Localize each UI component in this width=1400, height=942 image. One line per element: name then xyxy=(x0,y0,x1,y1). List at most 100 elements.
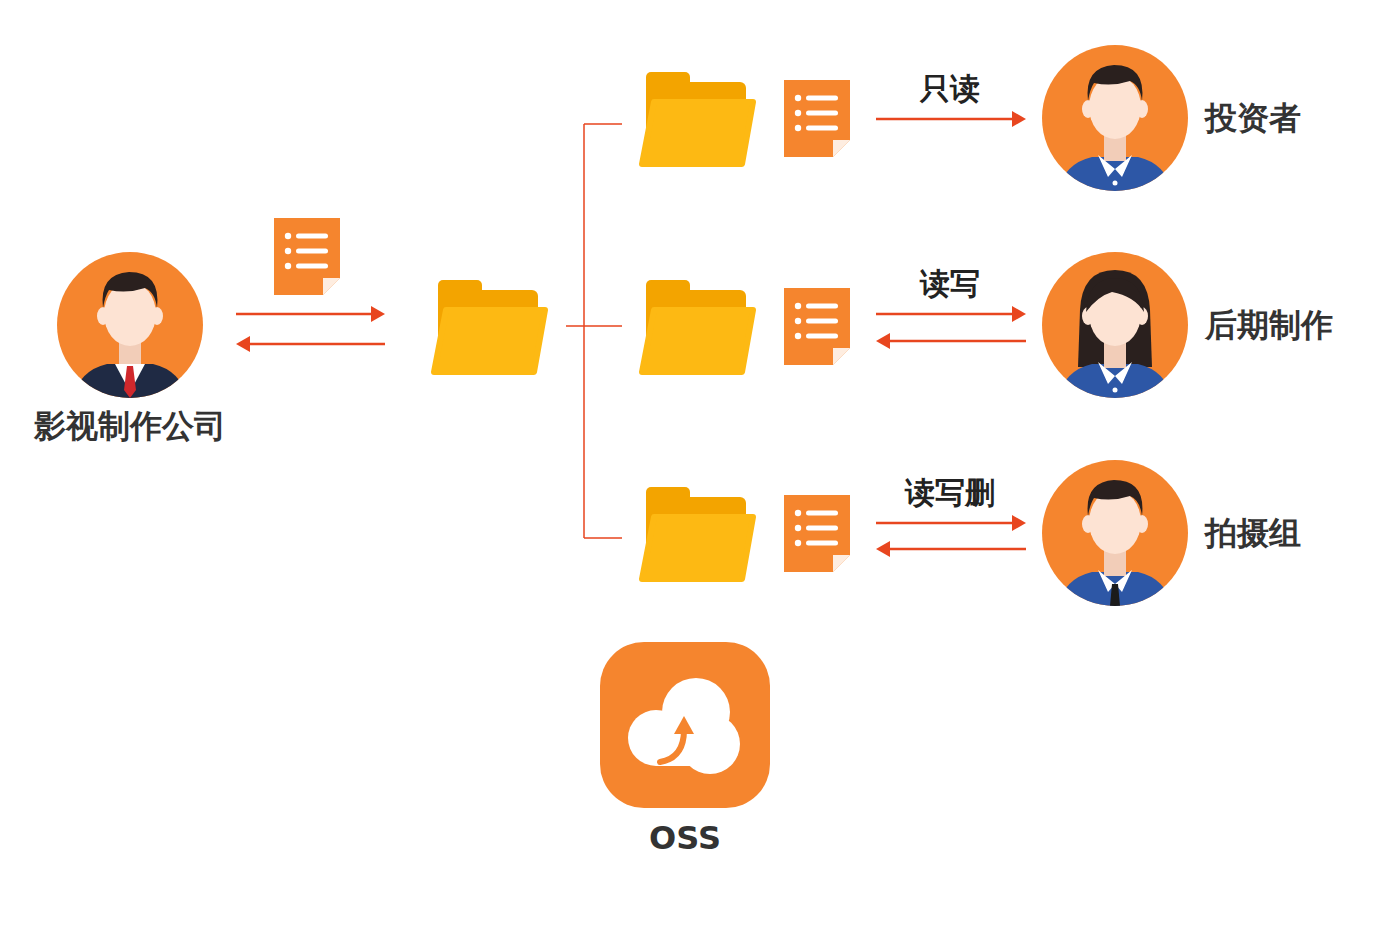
face xyxy=(104,282,156,346)
document-icon xyxy=(784,80,850,157)
arrow-head xyxy=(236,336,250,352)
arrow-head xyxy=(1012,515,1026,531)
arrow-line xyxy=(876,522,1016,525)
document-fold xyxy=(323,278,340,295)
document-line xyxy=(806,319,838,324)
document-bullet xyxy=(795,125,801,131)
arrow-line xyxy=(876,313,1016,316)
document-bullet xyxy=(285,263,291,269)
document-fold xyxy=(833,140,850,157)
person-avatar: 拍摄组 xyxy=(1042,460,1188,606)
node-label: 影视制作公司 xyxy=(34,408,226,445)
document-icon xyxy=(784,288,850,365)
avatar-circle xyxy=(1042,460,1188,606)
collar xyxy=(1098,362,1132,384)
permission-label: 只读 xyxy=(920,72,980,107)
document-sheet xyxy=(784,80,850,157)
hair-back xyxy=(1078,270,1152,367)
folder-icon xyxy=(642,72,753,164)
document-bullet xyxy=(285,248,291,254)
body xyxy=(1056,157,1174,191)
person-avatar: 影视制作公司 xyxy=(57,252,203,398)
hair xyxy=(1088,480,1143,516)
avatar-figure xyxy=(71,272,189,398)
avatar-circle xyxy=(57,252,203,398)
document-bullet xyxy=(795,333,801,339)
arrow-head xyxy=(876,333,890,349)
document-line xyxy=(806,526,838,531)
folder-icon xyxy=(642,487,753,579)
document-line xyxy=(806,126,838,131)
arrow-line xyxy=(246,343,385,346)
document-line xyxy=(296,234,328,239)
avatar-shape xyxy=(57,252,203,398)
button xyxy=(1113,388,1118,393)
arrow-line xyxy=(886,548,1026,551)
node-label: 投资者 xyxy=(1205,100,1301,137)
oss-shape xyxy=(598,640,772,810)
document-line xyxy=(806,511,838,516)
document-line xyxy=(806,96,838,101)
folder-front xyxy=(434,310,545,372)
oss-cloud xyxy=(628,678,740,774)
arrow-line xyxy=(886,340,1026,343)
document-bullet xyxy=(795,540,801,546)
permission-label: 读写 xyxy=(920,267,980,302)
face xyxy=(1089,490,1141,554)
body xyxy=(1056,572,1174,606)
folder-icon xyxy=(642,280,753,372)
document-bullet xyxy=(795,525,801,531)
document-bullet xyxy=(285,233,291,239)
oss-square xyxy=(600,642,770,808)
oss-arrow-head xyxy=(674,716,694,734)
document-line xyxy=(296,249,328,254)
hair xyxy=(103,272,158,308)
avatar-figure xyxy=(1056,480,1174,606)
document-line xyxy=(296,264,328,269)
folder-front xyxy=(642,102,753,164)
permission-label: 读写删 xyxy=(905,476,995,511)
folder-front xyxy=(642,517,753,579)
face xyxy=(1089,75,1141,139)
document-line xyxy=(806,304,838,309)
collar xyxy=(1098,155,1132,177)
document-sheet xyxy=(784,495,850,572)
avatar-shape xyxy=(1042,252,1188,398)
person-avatar: 投资者 xyxy=(1042,45,1188,191)
document-sheet xyxy=(274,218,340,295)
avatar-figure xyxy=(1056,65,1174,191)
button xyxy=(1113,181,1118,186)
document-bullet xyxy=(795,318,801,324)
document-bullet xyxy=(795,510,801,516)
hair xyxy=(1088,65,1143,101)
oss-icon: OSS xyxy=(598,640,772,810)
arrow-head xyxy=(1012,306,1026,322)
document-fold xyxy=(833,555,850,572)
document-sheet xyxy=(784,288,850,365)
body xyxy=(71,364,189,398)
tie xyxy=(1110,584,1120,606)
tree-connector xyxy=(566,124,622,538)
document-icon xyxy=(274,218,340,295)
arrow-head xyxy=(876,541,890,557)
document-bullet xyxy=(795,110,801,116)
node-label: 后期制作 xyxy=(1205,307,1333,344)
document-bullet xyxy=(795,95,801,101)
avatar-shape xyxy=(1042,45,1188,191)
document-icon xyxy=(784,495,850,572)
node-label: OSS xyxy=(649,820,721,857)
avatar-shape xyxy=(1042,460,1188,606)
person-avatar: 后期制作 xyxy=(1042,252,1188,398)
body xyxy=(1056,364,1174,398)
oss-arrow-stem xyxy=(660,730,684,762)
hair-front xyxy=(1086,278,1144,312)
folder-icon xyxy=(434,280,545,372)
document-bullet xyxy=(795,303,801,309)
arrow-line xyxy=(876,118,1016,121)
document-line xyxy=(806,111,838,116)
document-line xyxy=(806,541,838,546)
arrow-line xyxy=(236,313,375,316)
document-fold xyxy=(833,348,850,365)
folder-front xyxy=(642,310,753,372)
